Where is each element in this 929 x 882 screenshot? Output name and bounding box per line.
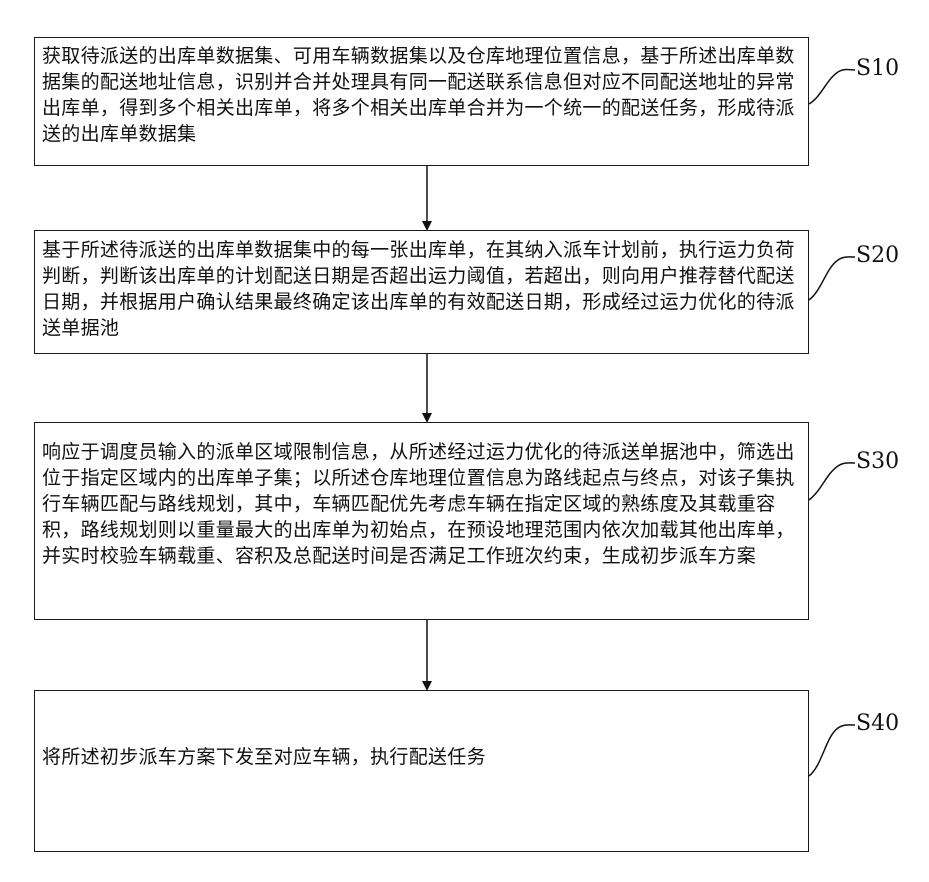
leader-s10 (809, 70, 855, 105)
step-text-s30: 响应于调度员输入的派单区域限制信息，从所述经过运力优化的待派送单据池中，筛选出位… (42, 439, 797, 569)
leader-s20 (809, 257, 855, 300)
step-label-s20: S20 (856, 243, 899, 268)
step-text-s20: 基于所述待派送的出库单数据集中的每一张出库单，在其纳入派车计划前，执行运力负荷判… (42, 237, 797, 341)
step-label-s40: S40 (856, 711, 899, 736)
step-text-s40: 将所述初步派车方案下发至对应车辆，执行配送任务 (42, 744, 797, 770)
leader-s40 (809, 725, 855, 776)
step-text-s10: 获取待派送的出库单数据集、可用车辆数据集以及仓库地理位置信息，基于所述出库单数据… (42, 43, 797, 147)
step-label-s30: S30 (856, 449, 899, 474)
step-label-s10: S10 (856, 56, 899, 81)
leader-s30 (809, 463, 855, 500)
step-box-s40 (34, 690, 809, 852)
